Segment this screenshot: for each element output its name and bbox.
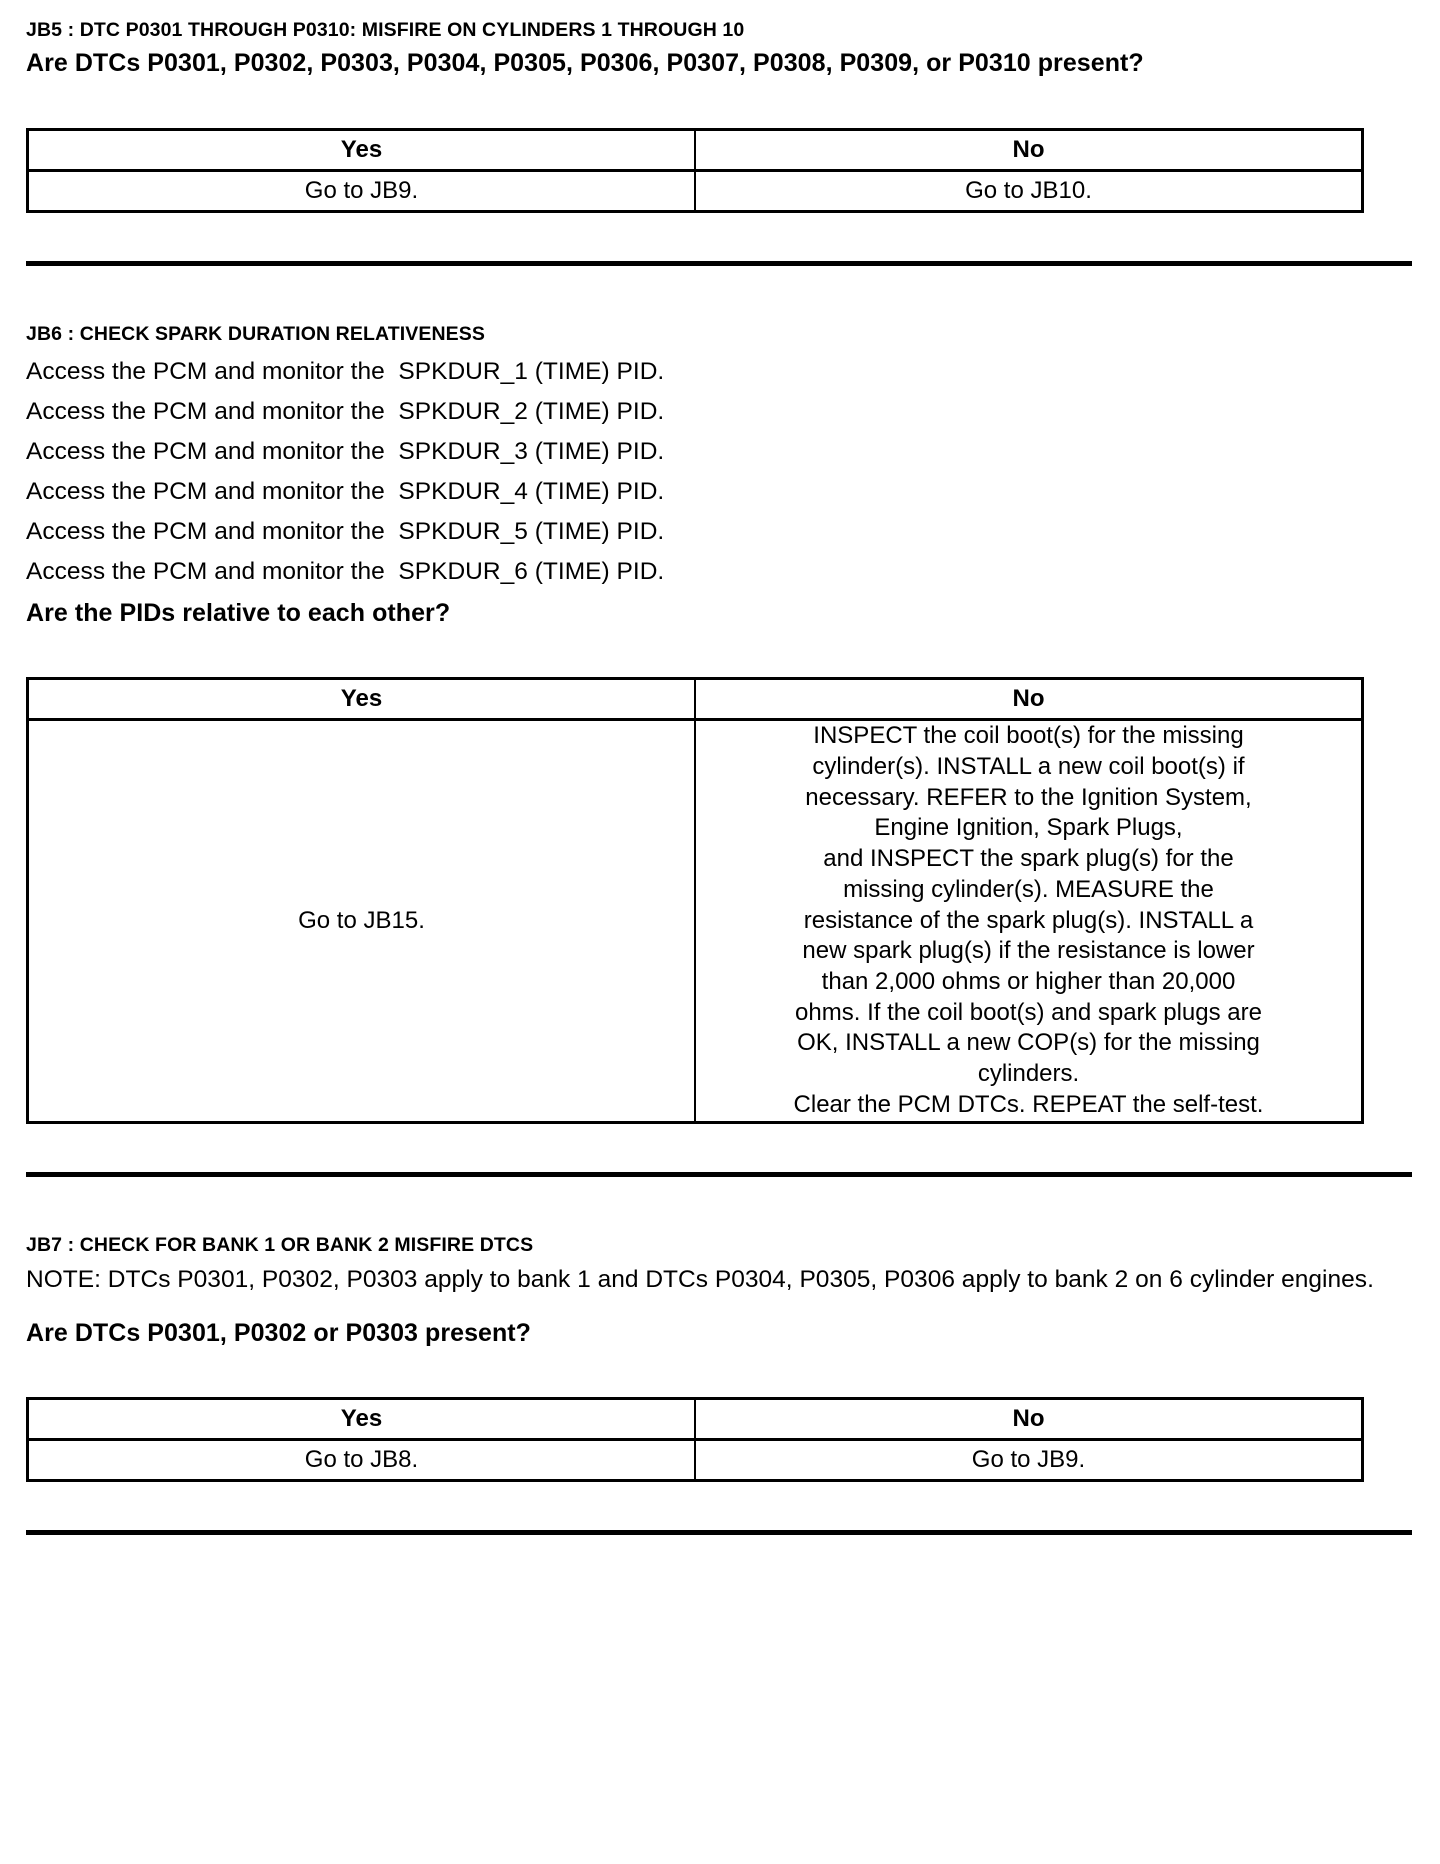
section-heading-jb5: JB5 : DTC P0301 THROUGH P0310: MISFIRE O… bbox=[26, 19, 745, 41]
no-cell-line: necessary. REFER to the Ignition System, bbox=[805, 783, 1252, 811]
cell-no-action: INSPECT the coil boot(s) for the missing… bbox=[694, 718, 1364, 1124]
decision-table-jb7: Yes No Go to JB8. Go to JB9. bbox=[26, 1397, 1364, 1483]
cell-no-action: Go to JB10. bbox=[694, 169, 1364, 213]
table-header-row: Yes No bbox=[26, 1397, 1364, 1442]
section-question-jb7: Are DTCs P0301, P0302 or P0303 present? bbox=[26, 1318, 531, 1347]
no-cell-line: new spark plug(s) if the resistance is l… bbox=[802, 937, 1255, 965]
document-page: JB5 : DTC P0301 THROUGH P0310: MISFIRE O… bbox=[26, 18, 1412, 1536]
table-header-row: Yes No bbox=[26, 128, 1364, 172]
step-line: Access the PCM and monitor the SPKDUR_3 … bbox=[26, 438, 665, 466]
step-line: Access the PCM and monitor the SPKDUR_4 … bbox=[26, 478, 665, 506]
no-cell-line: Clear the PCM DTCs. REPEAT the self-test… bbox=[793, 1090, 1264, 1118]
no-cell-line: cylinders. bbox=[977, 1060, 1080, 1088]
column-header-yes: Yes bbox=[26, 128, 696, 172]
section-jb7: JB7 : CHECK FOR BANK 1 OR BANK 2 MISFIRE… bbox=[26, 1233, 1410, 1483]
section-divider bbox=[26, 1530, 1412, 1536]
table-header-row: Yes No bbox=[26, 677, 1364, 722]
cell-no-action: Go to JB9. bbox=[694, 1438, 1364, 1482]
no-cell-line: ohms. If the coil boot(s) and spark plug… bbox=[795, 998, 1262, 1026]
column-header-yes: Yes bbox=[26, 1397, 696, 1442]
no-cell-line: and INSPECT the spark plug(s) for the bbox=[823, 845, 1234, 873]
section-question-jb6: Are the PIDs relative to each other? bbox=[26, 598, 451, 627]
step-line: Access the PCM and monitor the SPKDUR_6 … bbox=[26, 557, 665, 585]
cell-yes-action: Go to JB9. bbox=[26, 169, 696, 213]
decision-table-jb5: Yes No Go to JB9. Go to JB10. bbox=[26, 127, 1364, 213]
section-jb5: JB5 : DTC P0301 THROUGH P0310: MISFIRE O… bbox=[26, 18, 1410, 213]
no-cell-line: cylinder(s). INSTALL a new coil boot(s) … bbox=[812, 753, 1245, 780]
section-divider bbox=[26, 260, 1412, 266]
step-line: Access the PCM and monitor the SPKDUR_1 … bbox=[26, 358, 665, 386]
column-header-no: No bbox=[694, 1397, 1364, 1442]
cell-yes-action: Go to JB15. bbox=[26, 718, 696, 1124]
section-heading-jb6: JB6 : CHECK SPARK DURATION RELATIVENESS bbox=[26, 322, 485, 345]
column-header-no: No bbox=[694, 677, 1364, 722]
section-heading-jb7: JB7 : CHECK FOR BANK 1 OR BANK 2 MISFIRE… bbox=[26, 1233, 534, 1256]
step-line: Access the PCM and monitor the SPKDUR_5 … bbox=[26, 517, 665, 545]
table-row: Go to JB8. Go to JB9. bbox=[26, 1438, 1364, 1482]
section-divider bbox=[26, 1171, 1412, 1177]
table-row: Go to JB15. INSPECT the coil boot(s) for… bbox=[26, 718, 1364, 1124]
no-cell-line: missing cylinder(s). MEASURE the bbox=[843, 875, 1214, 903]
no-cell-line: than 2,000 ohms or higher than 20,000 bbox=[821, 968, 1236, 996]
step-line: Access the PCM and monitor the SPKDUR_2 … bbox=[26, 398, 665, 426]
no-cell-line: OK, INSTALL a new COP(s) for the missing bbox=[797, 1029, 1260, 1057]
decision-table-jb6: Yes No Go to JB15. INSPECT the coil boot… bbox=[26, 677, 1364, 1124]
no-cell-line: resistance of the spark plug(s). INSTALL… bbox=[803, 906, 1254, 934]
column-header-no: No bbox=[694, 128, 1364, 172]
no-cell-line: INSPECT the coil boot(s) for the missing bbox=[813, 722, 1244, 750]
column-header-yes: Yes bbox=[26, 677, 696, 722]
section-note-jb7: NOTE: DTCs P0301, P0302, P0303 apply to … bbox=[26, 1266, 1374, 1293]
section-jb6: JB6 : CHECK SPARK DURATION RELATIVENESS … bbox=[26, 322, 1410, 1124]
section-question-jb5: Are DTCs P0301, P0302, P0303, P0304, P03… bbox=[26, 49, 1144, 78]
cell-yes-action: Go to JB8. bbox=[26, 1438, 696, 1482]
table-row: Go to JB9. Go to JB10. bbox=[26, 169, 1364, 213]
no-cell-line: Engine Ignition, Spark Plugs, bbox=[874, 814, 1183, 842]
